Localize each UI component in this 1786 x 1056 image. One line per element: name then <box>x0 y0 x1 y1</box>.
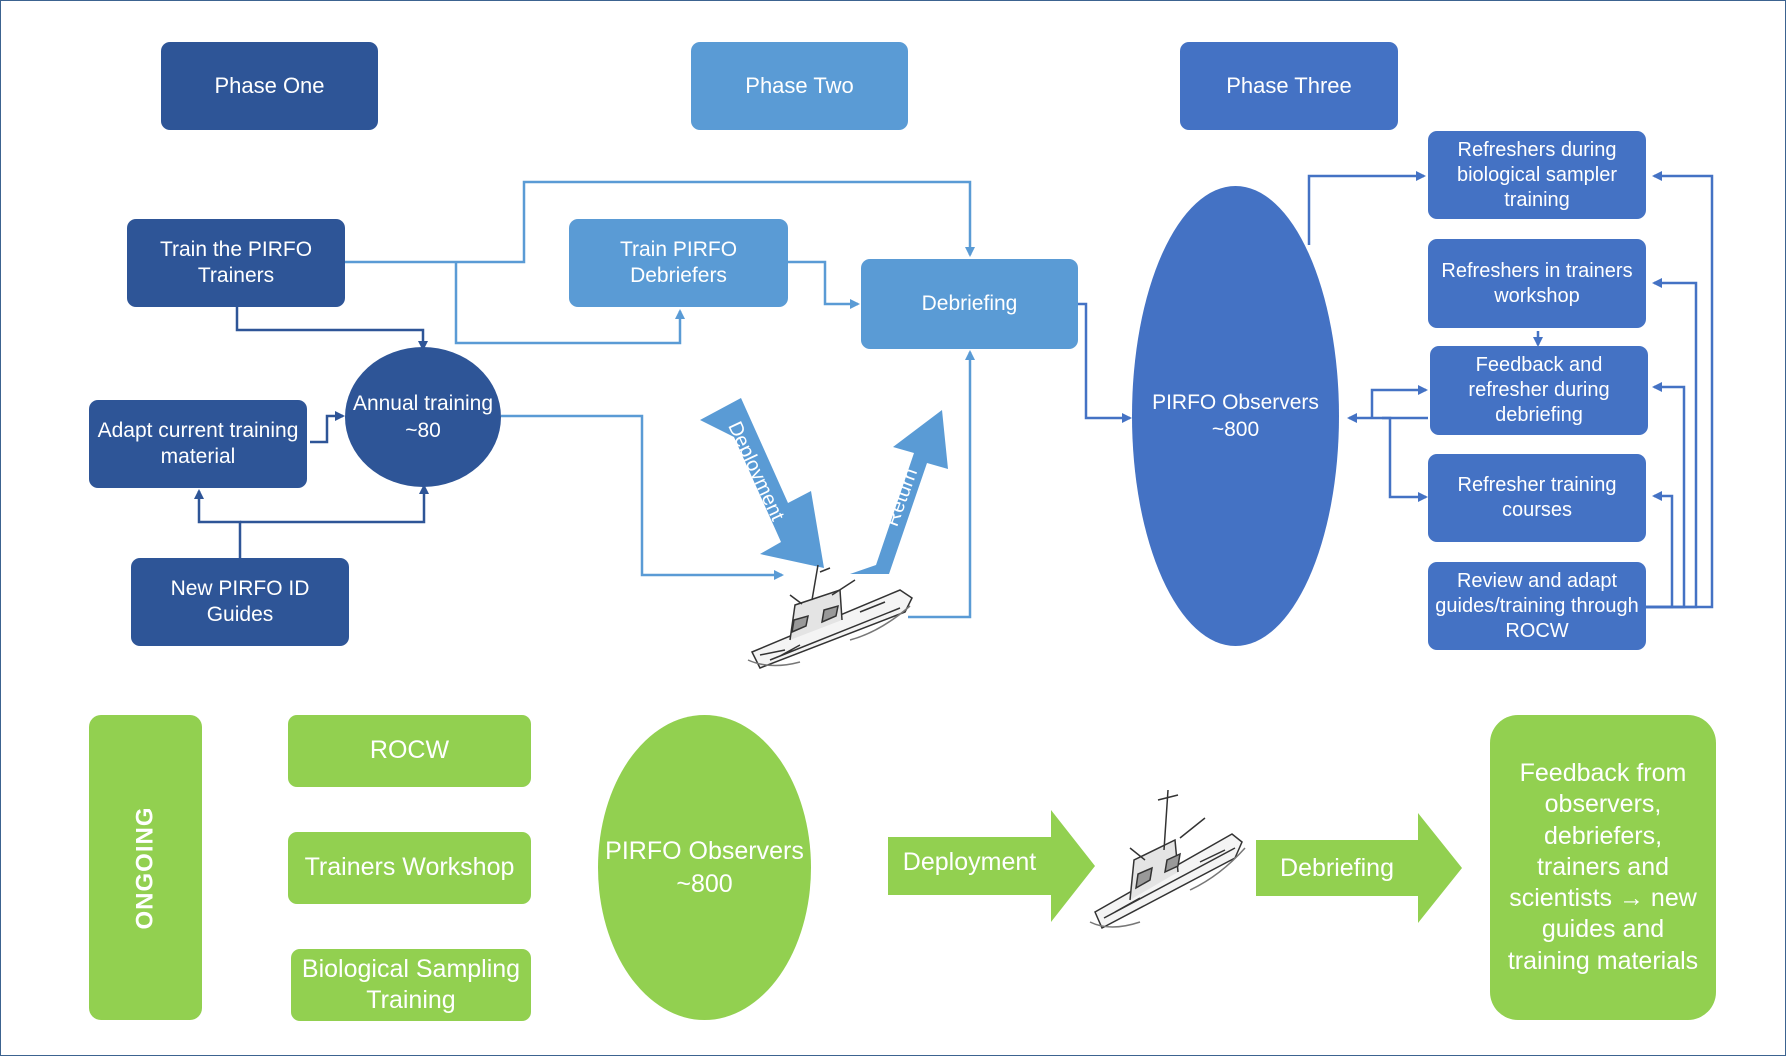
refresher-bio-box: Refreshers during biological sampler tra… <box>1428 131 1646 219</box>
ongoing-label-text: ONGOING <box>131 805 159 930</box>
guides-to-adapt-line <box>194 489 242 558</box>
review-adapt-box: Review and adapt guides/training through… <box>1428 562 1646 650</box>
deployment-arrow-shape <box>700 398 824 568</box>
trainers-to-annual-line <box>235 307 428 351</box>
trainers-workshop-box: Trainers Workshop <box>288 832 531 904</box>
train-trainers-box: Train the PIRFO Trainers <box>127 219 345 307</box>
ongoing-label: ONGOING <box>89 715 202 1020</box>
annual-training-ellipse: Annual training ~80 <box>345 347 501 487</box>
debriefing-box: Debriefing <box>861 259 1078 349</box>
train-debriefers-to-debriefing-line <box>788 260 860 309</box>
ongoing-feedback-box: Feedback from observers, debriefers, tra… <box>1490 715 1716 1020</box>
adapt-material-box: Adapt current training material <box>89 400 307 488</box>
adapt-to-annual-line <box>310 411 345 444</box>
phase-two-header: Phase Two <box>691 42 908 130</box>
observers-to-refresher-courses-line <box>1382 416 1428 502</box>
review-to-refresher-courses-line <box>1645 491 1674 609</box>
deployment-green-arrow-shape <box>888 810 1095 922</box>
ongoing-debriefing-label: Debriefing <box>1280 854 1394 882</box>
refresher-trainers-box: Refreshers in trainers workshop <box>1428 239 1646 328</box>
bio-sampling-box: Biological Sampling Training <box>291 949 531 1021</box>
refresher-courses-box: Refresher training courses <box>1428 454 1646 542</box>
observers-ellipse: PIRFO Observers ~800 <box>1132 186 1339 646</box>
vessel-icon <box>747 564 913 669</box>
debriefing-green-arrow-shape <box>1256 813 1462 923</box>
return-arrow-shape <box>850 410 948 574</box>
guides-to-annual-line <box>240 484 429 524</box>
feedback-debriefing-box: Feedback and refresher during debriefing <box>1430 346 1648 435</box>
trainers-to-train-debriefers-line <box>454 262 685 345</box>
observers-to-refresher-bio-line <box>1307 171 1426 245</box>
phase-one-header: Phase One <box>161 42 378 130</box>
debriefing-to-observers-line <box>1078 302 1132 423</box>
phase-three-header: Phase Three <box>1180 42 1398 130</box>
annual-to-vessel-line <box>501 414 784 580</box>
trainers-to-debriefing-line <box>345 180 975 264</box>
review-to-trainers-refresher-line <box>1645 278 1698 609</box>
rocw-box: ROCW <box>288 715 531 787</box>
new-guides-box: New PIRFO ID Guides <box>131 558 349 646</box>
train-debriefers-box: Train PIRFO Debriefers <box>569 219 788 307</box>
vessel-icon-ongoing <box>1089 789 1246 930</box>
ongoing-observers-ellipse: PIRFO Observers ~800 <box>598 715 811 1020</box>
vessel-to-debriefing-line <box>908 350 975 619</box>
ongoing-deployment-label: Deployment <box>902 848 1037 876</box>
review-to-refresher-bio-line <box>1645 171 1714 609</box>
observers-to-feedback-line <box>1370 385 1428 418</box>
